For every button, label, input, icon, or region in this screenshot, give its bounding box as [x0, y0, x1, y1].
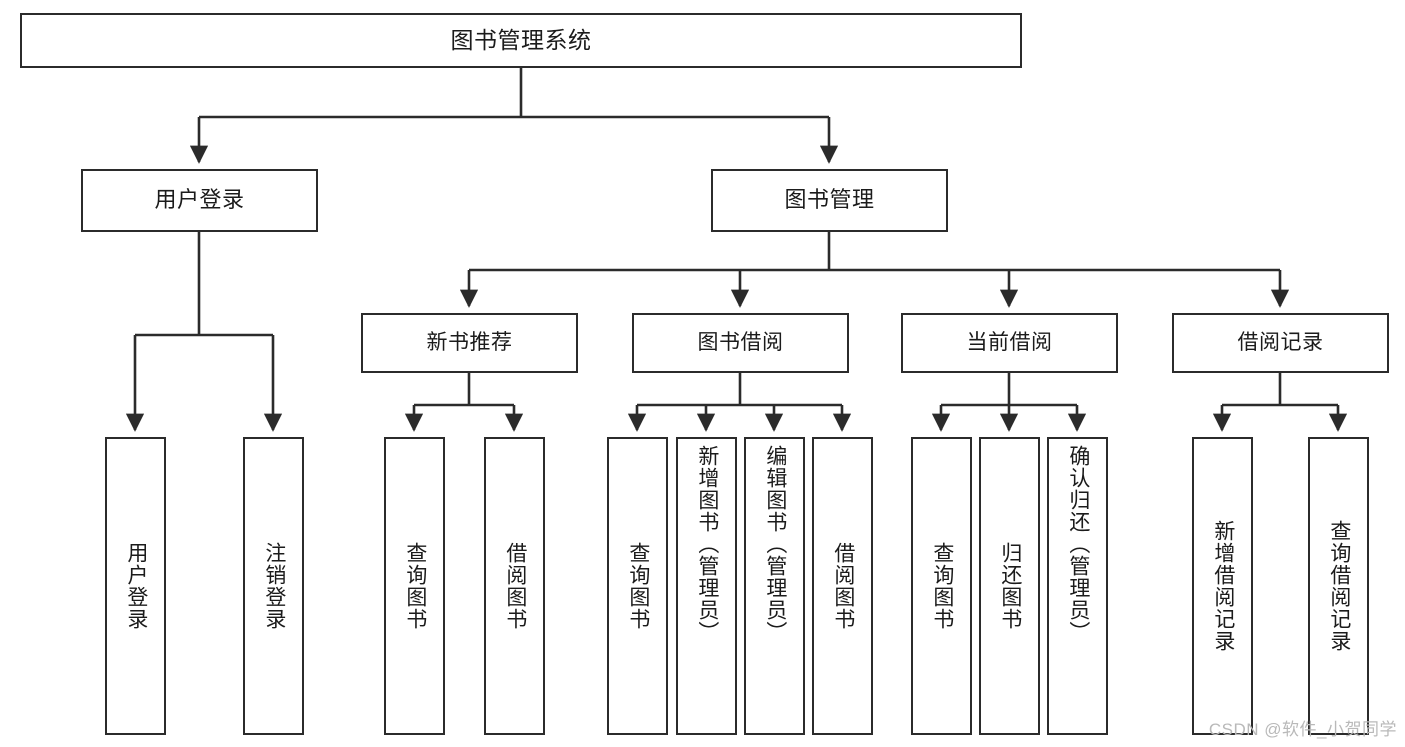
node-leaf-query-book-3-label: 查询图书 [930, 542, 954, 630]
node-leaf-return-book-label: 归还图书 [998, 542, 1022, 630]
node-new-book-recommend-label: 新书推荐 [426, 331, 513, 355]
node-borrow-record[interactable]: 借阅记录 [1172, 313, 1389, 373]
connectors-bookmanage-to-level3 [459, 232, 1290, 308]
node-leaf-borrow-book-1[interactable]: 借阅图书 [484, 437, 545, 735]
node-book-borrow[interactable]: 图书借阅 [632, 313, 849, 373]
node-leaf-add-record-label: 新增借阅记录 [1211, 520, 1235, 652]
node-new-book-recommend[interactable]: 新书推荐 [361, 313, 578, 373]
node-leaf-user-login[interactable]: 用户登录 [105, 437, 166, 735]
node-leaf-borrow-book-2[interactable]: 借阅图书 [812, 437, 873, 735]
node-book-manage[interactable]: 图书管理 [711, 169, 948, 232]
node-leaf-query-record-label: 查询借阅记录 [1327, 520, 1351, 652]
node-leaf-confirm-return[interactable]: 确认归还（管理员） [1047, 437, 1108, 735]
node-current-borrow-label: 当前借阅 [966, 331, 1053, 355]
node-leaf-borrow-book-2-label: 借阅图书 [831, 542, 855, 630]
node-leaf-edit-book-label: 编辑图书（管理员） [763, 445, 787, 643]
connectors-newbook-to-leaves [404, 373, 524, 432]
node-leaf-query-book-2[interactable]: 查询图书 [607, 437, 668, 735]
node-leaf-logout-login-label: 注销登录 [262, 542, 286, 630]
node-root-system[interactable]: 图书管理系统 [20, 13, 1022, 68]
connectors-root-to-level2 [189, 68, 839, 164]
node-leaf-add-book[interactable]: 新增图书（管理员） [676, 437, 737, 735]
connectors-userlogin-to-leaves [125, 232, 283, 432]
node-leaf-return-book[interactable]: 归还图书 [979, 437, 1040, 735]
node-leaf-add-record[interactable]: 新增借阅记录 [1192, 437, 1253, 735]
connectors-borrowrecord-to-leaves [1212, 373, 1348, 432]
node-book-manage-label: 图书管理 [784, 187, 875, 213]
node-leaf-borrow-book-1-label: 借阅图书 [503, 542, 527, 630]
node-current-borrow[interactable]: 当前借阅 [901, 313, 1118, 373]
node-leaf-query-book-3[interactable]: 查询图书 [911, 437, 972, 735]
node-user-login[interactable]: 用户登录 [81, 169, 318, 232]
node-leaf-edit-book[interactable]: 编辑图书（管理员） [744, 437, 805, 735]
node-leaf-query-book-2-label: 查询图书 [626, 542, 650, 630]
node-leaf-user-login-label: 用户登录 [124, 542, 148, 630]
node-leaf-confirm-return-label: 确认归还（管理员） [1066, 445, 1090, 643]
node-user-login-label: 用户登录 [154, 187, 245, 213]
node-leaf-query-record[interactable]: 查询借阅记录 [1308, 437, 1369, 735]
node-borrow-record-label: 借阅记录 [1237, 331, 1324, 355]
node-leaf-add-book-label: 新增图书（管理员） [695, 445, 719, 643]
node-leaf-query-book-1-label: 查询图书 [403, 542, 427, 630]
node-leaf-query-book-1[interactable]: 查询图书 [384, 437, 445, 735]
node-book-borrow-label: 图书借阅 [697, 331, 784, 355]
connectors-currentborrow-to-leaves [931, 373, 1087, 432]
connectors-bookborrow-to-leaves [627, 373, 852, 432]
node-leaf-logout-login[interactable]: 注销登录 [243, 437, 304, 735]
node-root-label: 图书管理系统 [450, 26, 592, 53]
